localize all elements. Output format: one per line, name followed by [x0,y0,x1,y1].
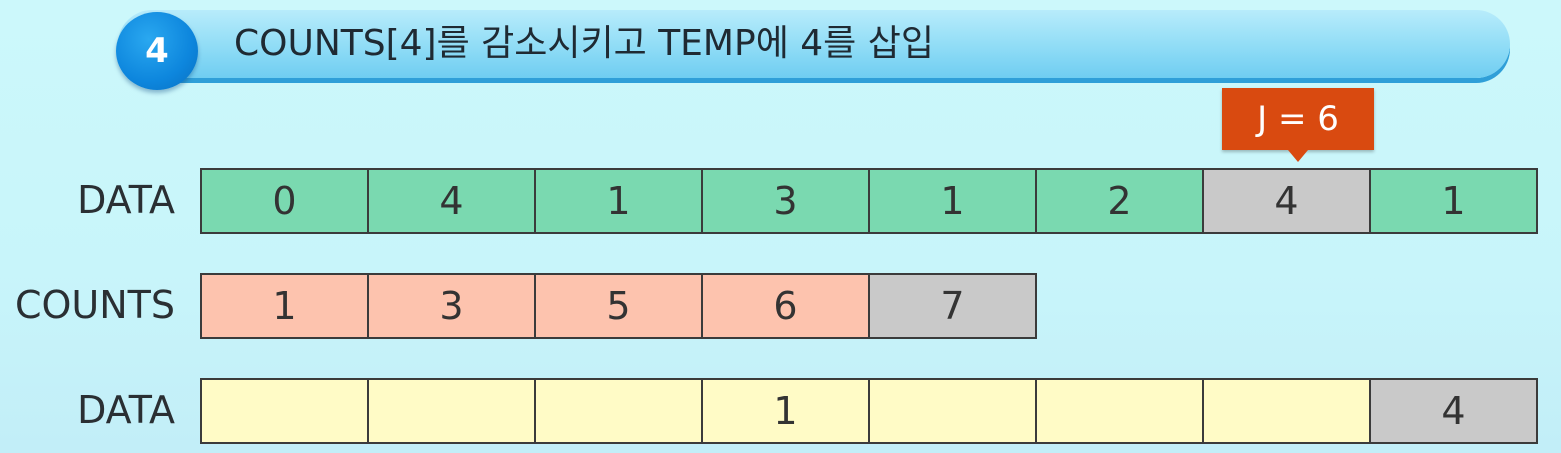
data-cell-6-highlighted: 4 [1202,168,1371,234]
temp-cell-3: 1 [701,378,870,444]
counts-row-label: COUNTS [14,283,175,327]
temp-cell-6 [1202,378,1371,444]
temp-cell-5 [1035,378,1204,444]
data-cell-7: 1 [1369,168,1538,234]
temp-cell-7-highlighted: 4 [1369,378,1538,444]
data-cell-5: 2 [1035,168,1204,234]
temp-cell-0 [200,378,369,444]
counts-array: 1 3 5 6 7 [200,273,1037,339]
data-row-label: DATA [77,178,175,222]
step-banner [118,10,1510,78]
counts-cell-3: 6 [701,273,870,339]
data-cell-3: 3 [701,168,870,234]
counts-cell-0: 1 [200,273,369,339]
data-array: 0 4 1 3 1 2 4 1 [200,168,1538,234]
temp-cell-1 [367,378,536,444]
temp-cell-2 [534,378,703,444]
step-title: COUNTS[4]를 감소시키고 TEMP에 4를 삽입 [234,23,934,64]
counts-cell-4-highlighted: 7 [868,273,1037,339]
data-cell-2: 1 [534,168,703,234]
data-cell-1: 4 [367,168,536,234]
temp-row-label: DATA [77,388,175,432]
j-pointer-callout: J = 6 [1222,88,1374,162]
step-number-badge: 4 [116,12,198,90]
counts-cell-2: 5 [534,273,703,339]
data-cell-4: 1 [868,168,1037,234]
data-cell-0: 0 [200,168,369,234]
temp-array: 1 4 [200,378,1538,444]
counts-cell-1: 3 [367,273,536,339]
temp-cell-4 [868,378,1037,444]
